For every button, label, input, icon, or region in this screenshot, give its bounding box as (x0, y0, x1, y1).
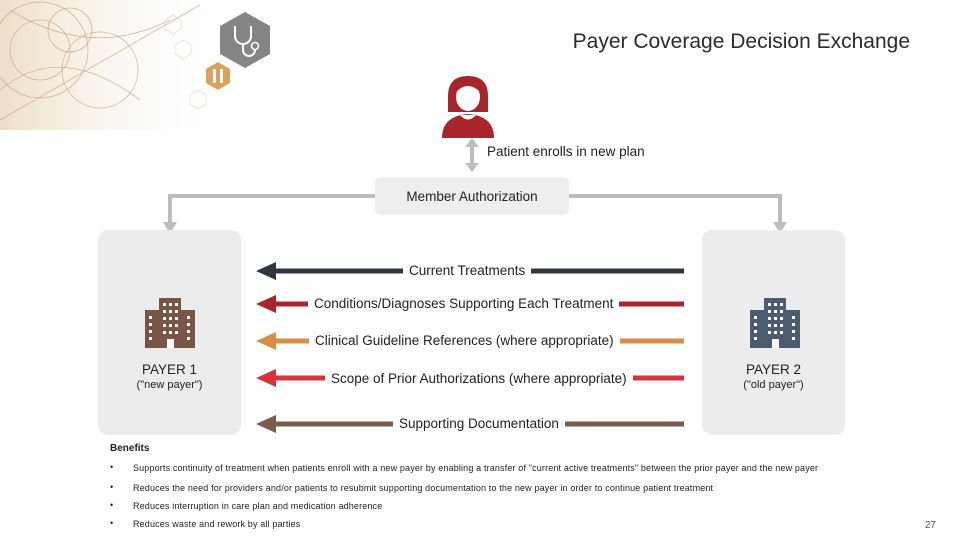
bullet-marker: • (110, 482, 114, 492)
payer2-name: PAYER 2 (745, 362, 802, 377)
bullet-marker: • (110, 462, 114, 472)
member-authorization-label: Member Authorization (406, 188, 538, 204)
enrollment-arrow (465, 138, 479, 172)
benefit-item: Reduces the need for providers and/or pa… (133, 483, 714, 493)
enrollment-label: Patient enrolls in new plan (487, 144, 645, 159)
page-number: 27 (924, 520, 936, 531)
patient-icon (442, 76, 494, 138)
payer2-building-icon (750, 298, 800, 348)
member-authorization-box: Member Authorization (375, 177, 569, 215)
benefits-heading: Benefits (110, 443, 150, 454)
stethoscope-icon (220, 12, 270, 68)
payer1-subtitle: ("new payer") (136, 379, 203, 391)
flow-label-current-treatments: Current Treatments (403, 262, 532, 280)
bullet-marker: • (110, 500, 114, 510)
benefit-item: Supports continuity of treatment when pa… (133, 463, 819, 473)
payer1-building-icon (145, 298, 195, 348)
medical-tools-icon (206, 62, 230, 90)
bullet-marker: • (110, 518, 114, 528)
flow-label-documentation: Supporting Documentation (393, 415, 565, 433)
decorative-header-graphic (0, 0, 270, 130)
flow-label-prior-authorizations: Scope of Prior Authorizations (where app… (325, 370, 633, 388)
benefit-item: Reduces interruption in care plan and me… (133, 501, 383, 511)
flow-label-guidelines: Clinical Guideline References (where app… (309, 332, 620, 350)
payer2-subtitle: ("old payer") (743, 379, 804, 391)
flow-label-conditions: Conditions/Diagnoses Supporting Each Tre… (308, 295, 620, 313)
benefit-item: Reduces waste and rework by all parties (133, 519, 301, 529)
page-title: Payer Coverage Decision Exchange (572, 30, 910, 53)
payer1-name: PAYER 1 (141, 362, 198, 377)
